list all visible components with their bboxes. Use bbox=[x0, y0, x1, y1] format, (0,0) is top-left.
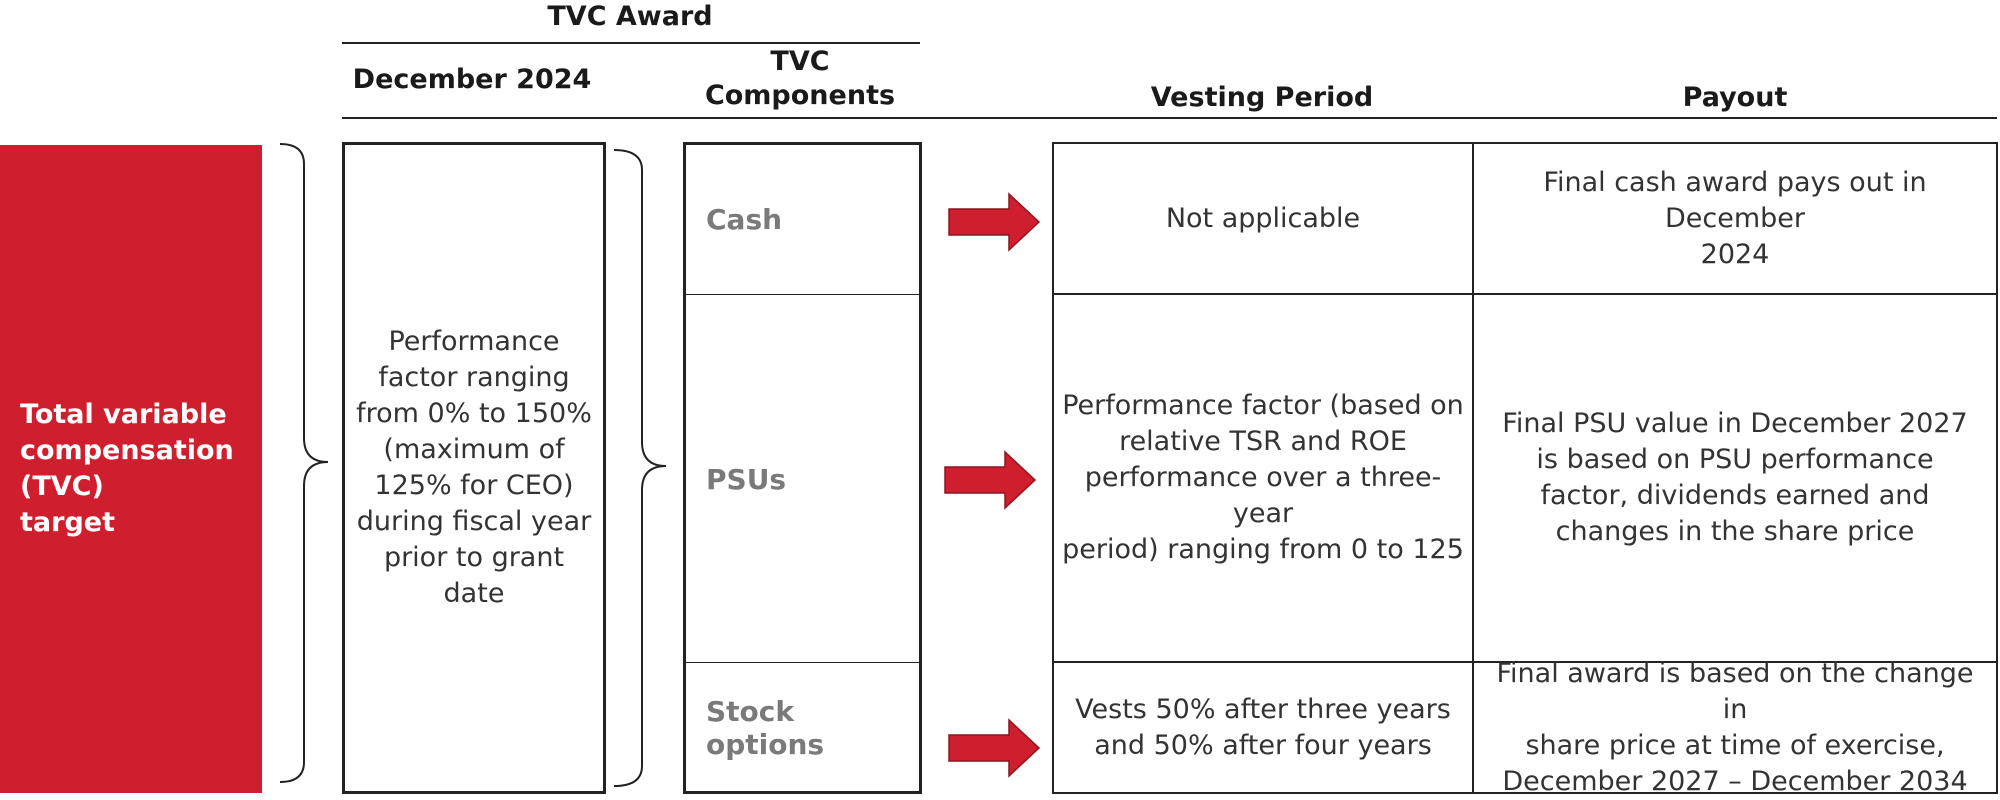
payout-stock-options: Final award is based on the change in sh… bbox=[1496, 657, 1974, 797]
payout-cash: Final cash award pays out in December 20… bbox=[1543, 166, 1927, 270]
payout-psus: Final PSU value in December 2027 is base… bbox=[1502, 408, 1968, 547]
header-rule-main bbox=[342, 117, 1997, 119]
header-december-2024: December 2024 bbox=[352, 64, 592, 95]
vesting-payout-table bbox=[1052, 142, 1998, 794]
table-row-divider bbox=[1052, 661, 1998, 663]
components-divider bbox=[684, 294, 920, 295]
award-description-box: Performance factor ranging from 0% to 15… bbox=[342, 142, 606, 794]
header-vesting-period: Vesting Period bbox=[1150, 82, 1374, 113]
table-row-divider bbox=[1052, 293, 1998, 295]
tvc-target-box: Total variable compensation (TVC) target bbox=[0, 145, 262, 793]
right-arrow-icon bbox=[948, 718, 1041, 778]
component-psus: PSUs bbox=[706, 462, 787, 496]
component-cash: Cash bbox=[706, 203, 783, 236]
components-divider bbox=[684, 662, 920, 663]
vesting-stock-options: Vests 50% after three years and 50% afte… bbox=[1075, 693, 1451, 761]
header-tvc-award: TVC Award bbox=[547, 1, 713, 32]
vesting-cash: Not applicable bbox=[1165, 202, 1361, 234]
header-rule-tvc-award bbox=[342, 42, 920, 44]
table-column-divider bbox=[1472, 142, 1474, 794]
component-stock-options: Stock options bbox=[706, 695, 825, 761]
right-arrow-icon bbox=[948, 192, 1041, 252]
right-brace-icon bbox=[279, 143, 329, 783]
components-box bbox=[683, 142, 922, 794]
right-arrow-icon bbox=[944, 450, 1037, 510]
header-tvc-components: TVC Components bbox=[704, 46, 896, 111]
vesting-psus: Performance factor (based on relative TS… bbox=[1062, 390, 1464, 565]
header-payout: Payout bbox=[1682, 82, 1788, 113]
right-brace-icon bbox=[613, 149, 667, 787]
